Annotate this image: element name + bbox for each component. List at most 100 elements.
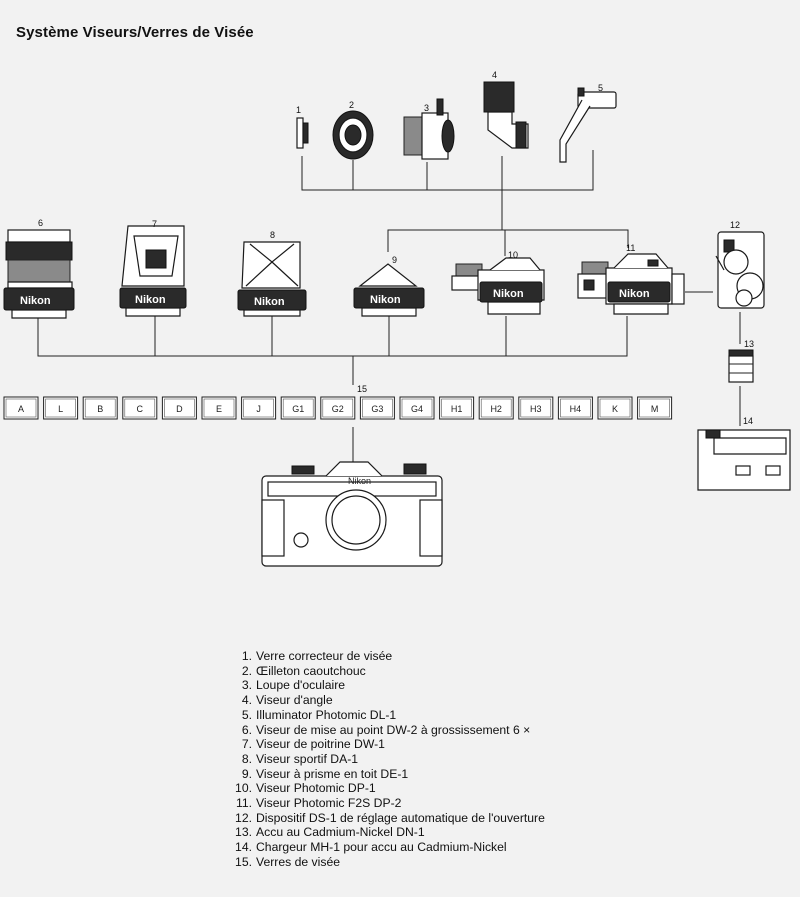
part-10-photomic-finder-dp1: Nikon 10 <box>451 250 545 315</box>
focusing-screen-k: K <box>597 396 633 420</box>
screen-label: A <box>18 404 24 414</box>
legend-number: 6. <box>241 722 252 737</box>
focusing-screen-e: E <box>201 396 237 420</box>
focusing-screen-d: D <box>161 396 197 420</box>
part-13-nicad-battery-dn1: 13 <box>728 339 754 383</box>
part-9-eye-level-finder-de1: Nikon 9 <box>353 255 425 317</box>
legend-item: 4. Viseur d'angle <box>232 693 545 708</box>
legend-number: 12. <box>235 810 252 825</box>
legend-text: Viseur Photomic DP-1 <box>256 781 376 796</box>
focusing-screen-c: C <box>122 396 158 420</box>
legend-number: 9. <box>241 766 252 781</box>
legend-item: 11.Viseur Photomic F2S DP-2 <box>232 796 545 811</box>
focusing-screen-g4: G4 <box>399 396 435 420</box>
screen-label: H1 <box>451 404 463 414</box>
part-5-illuminator-dl1: 5 <box>559 83 617 163</box>
legend-item: 1. Verre correcteur de visée <box>232 649 545 664</box>
legend-text: Œilleton caoutchouc <box>256 663 366 678</box>
screen-label: G4 <box>411 404 423 414</box>
screen-label: H2 <box>490 404 502 414</box>
focusing-screen-h3: H3 <box>518 396 554 420</box>
part-number-15: 15 <box>357 384 367 394</box>
legend-list: 1. Verre correcteur de visée 2. Œilleton ca… <box>232 649 545 870</box>
legend-text: Viseur de poitrine DW-1 <box>256 737 385 752</box>
connector-lines <box>37 150 741 463</box>
page-title: Système Viseurs/Verres de Visée <box>16 24 254 41</box>
legend-text: Verres de visée <box>256 854 341 869</box>
legend-text: Verre correcteur de visée <box>256 649 393 663</box>
legend-number: 14. <box>235 840 252 855</box>
part-number-4: 4 <box>492 70 497 80</box>
part-2-rubber-eyecup: 2 <box>332 100 374 160</box>
legend-text: Viseur sportif DA-1 <box>256 751 359 766</box>
legend-number: 4. <box>241 693 252 708</box>
legend-number: 5. <box>241 707 252 722</box>
part-7-waist-level-finder-dw1: Nikon 7 <box>119 219 187 317</box>
screen-label: K <box>612 404 618 414</box>
legend-number: 2. <box>241 663 252 678</box>
screen-label: C <box>137 404 144 414</box>
brand-label: Nikon <box>254 296 285 308</box>
part-number-10: 10 <box>508 250 518 260</box>
screen-label: J <box>256 404 261 414</box>
screen-label: H4 <box>570 404 582 414</box>
part-8-action-finder-da1: Nikon 8 <box>237 230 307 317</box>
legend-item: 14. Chargeur MH-1 pour accu au Cadmium-Ni… <box>232 840 545 855</box>
screen-label: G1 <box>292 404 304 414</box>
legend-item: 2. Œilleton caoutchouc <box>232 664 545 679</box>
brand-label: Nikon <box>135 294 166 306</box>
part-number-12: 12 <box>730 220 740 230</box>
legend-number: 3. <box>241 678 252 693</box>
viewfinder-system-diagram: 1 2 3 4 5 Nikon 6 <box>3 70 791 567</box>
part-14-charger-mh1: 14 <box>697 416 791 491</box>
legend-number: 7. <box>241 737 252 752</box>
camera-body-f2: Nikon <box>261 461 443 567</box>
part-number-9: 9 <box>392 255 397 265</box>
part-4-right-angle-finder: 4 <box>483 70 529 149</box>
focusing-screen-m: M <box>637 396 673 420</box>
legend-text: Viseur de mise au point DW-2 à grossisse… <box>256 722 531 737</box>
part-number-11: 11 <box>626 243 635 253</box>
focusing-screen-l: L <box>43 396 79 420</box>
camera-brand-label: Nikon <box>348 476 371 486</box>
brand-label: Nikon <box>493 288 524 300</box>
legend-text: Chargeur MH-1 pour accu au Cadmium-Nicke… <box>256 840 507 855</box>
legend-item: 13.Accu au Cadmium-Nickel DN-1 <box>232 825 545 840</box>
screen-label: G2 <box>332 404 344 414</box>
legend-item: 3.Loupe d'oculaire <box>232 678 545 693</box>
part-number-3: 3 <box>424 103 429 113</box>
legend-item: 5.Illuminator Photomic DL-1 <box>232 708 545 723</box>
part-12-aperture-control-ds1: 12 <box>715 220 765 309</box>
focusing-screen-h1: H1 <box>439 396 475 420</box>
legend-item: 9.Viseur à prisme en toit DE-1 <box>232 767 545 782</box>
screen-label: H3 <box>530 404 542 414</box>
legend-number: 8. <box>241 751 252 766</box>
part-number-7: 7 <box>152 219 157 229</box>
part-number-5: 5 <box>598 83 603 93</box>
part-number-2: 2 <box>349 100 354 110</box>
part-number-8: 8 <box>270 230 275 240</box>
brand-label: Nikon <box>619 288 650 300</box>
legend-item: 6. Viseur de mise au point DW-2 à grossis… <box>232 723 545 738</box>
screen-label: B <box>97 404 103 414</box>
brand-label: Nikon <box>370 294 401 306</box>
screen-label: L <box>58 404 63 414</box>
legend-item: 8. Viseur sportif DA-1 <box>232 752 545 767</box>
legend-number: 13. <box>235 825 252 840</box>
part-3-eyepiece-magnifier: 3 <box>403 98 455 160</box>
focusing-screen-b: B <box>82 396 118 420</box>
part-number-13: 13 <box>744 339 754 349</box>
focusing-screen-a: A <box>3 396 39 420</box>
legend-number: 11. <box>235 796 252 811</box>
focusing-screen-j: J <box>241 396 277 420</box>
part-11-photomic-finder-dp2: Nikon 11 <box>577 243 685 315</box>
legend-number: 1. <box>241 649 252 663</box>
part-6-magnifying-finder-dw2: Nikon 6 <box>3 218 75 319</box>
screen-label: M <box>651 404 659 414</box>
focusing-screen-g3: G3 <box>359 396 395 420</box>
legend-item: 7. Viseur de poitrine DW-1 <box>232 737 545 752</box>
legend-number: 15. <box>235 854 252 869</box>
part-number-1: 1 <box>296 105 301 115</box>
focusing-screen-g2: G2 <box>320 396 356 420</box>
legend-text: Viseur d'angle <box>256 693 333 708</box>
